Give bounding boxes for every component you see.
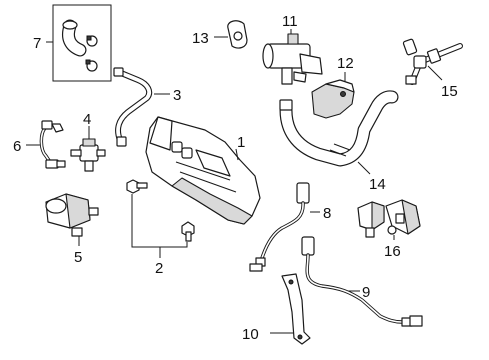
part-12-bracket: 12 [311,55,355,119]
part-8-o2-sensor: 8 [249,182,331,272]
callout-12: 12 [337,55,354,72]
callout-1: 1 [237,134,245,151]
part-15-connector: 15 [402,38,463,100]
callout-10: 10 [242,326,259,343]
part-4-purge-valve: 4 [70,111,106,172]
part-7-hose-kit: 7 [33,4,112,82]
part-14-hose: 14 [279,90,399,193]
callout-2: 2 [155,260,163,277]
callout-4: 4 [83,111,91,128]
part-6-sensor-harness: 6 [13,120,66,169]
callout-9: 9 [362,284,370,301]
callout-15: 15 [441,83,458,100]
part-11-leak-pump: 11 [262,13,323,85]
callout-14: 14 [369,176,386,193]
callout-8: 8 [323,205,331,222]
callout-6: 6 [13,138,21,155]
part-3-vapor-line: 3 [113,67,181,147]
callout-5: 5 [74,249,82,266]
part-13-clip: 13 [192,20,248,49]
callout-16: 16 [384,243,401,260]
callout-3: 3 [173,87,181,104]
part-5-vent-solenoid: 5 [45,193,99,266]
part-9-o2-sensor: 9 [301,236,423,327]
part-2-bolts: 2 [126,179,195,277]
part-1-evap-canister: 1 [145,116,261,225]
part-10-bracket: 10 [242,273,311,345]
part-7-frame [52,4,112,82]
callout-11: 11 [282,13,298,30]
part-16-sensor-pair: 16 [357,199,421,260]
callout-13: 13 [192,30,209,47]
callout-7: 7 [33,35,41,52]
